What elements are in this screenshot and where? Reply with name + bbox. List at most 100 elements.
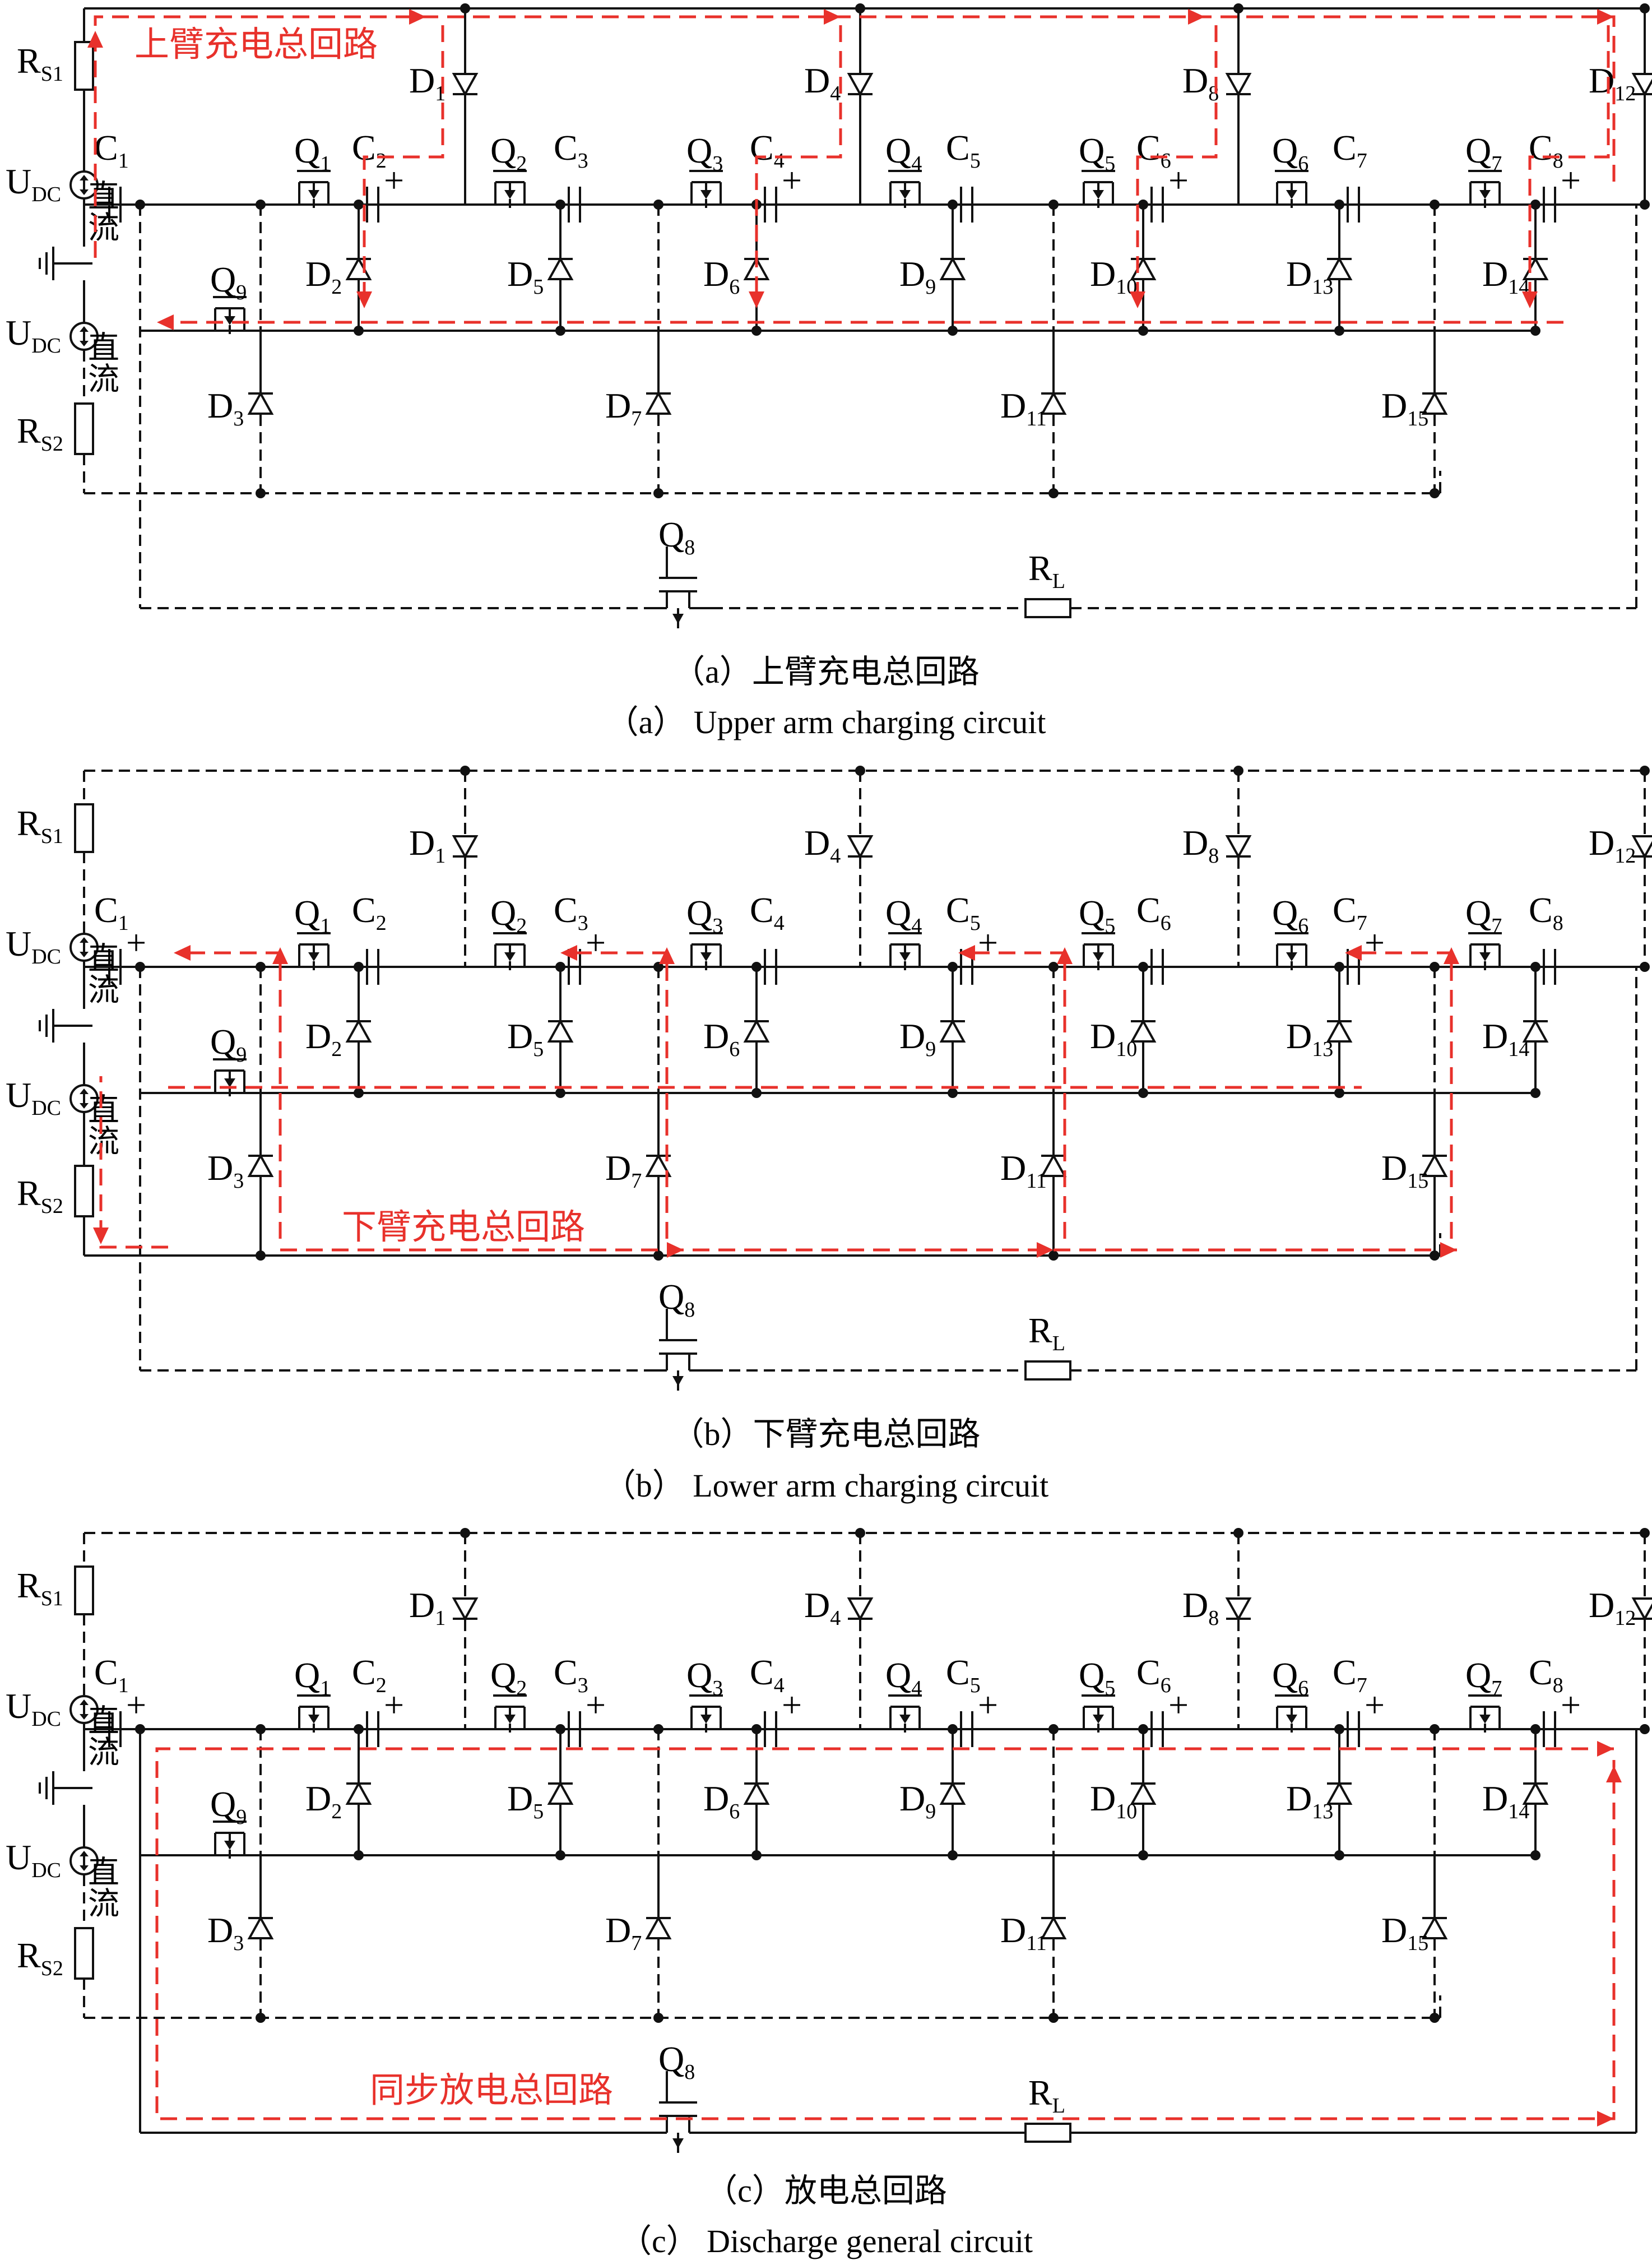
label-main: D bbox=[305, 1778, 331, 1818]
junction-dot bbox=[555, 962, 565, 972]
label-main: D bbox=[899, 1778, 925, 1818]
junction-dot bbox=[855, 3, 865, 13]
red-arrow bbox=[824, 9, 841, 25]
label-main: D bbox=[1000, 1148, 1026, 1188]
label-subscript: 15 bbox=[1407, 407, 1428, 430]
rs2-resistor bbox=[74, 1927, 94, 1980]
label-rl: RL bbox=[1028, 2073, 1065, 2118]
label-d9: D9 bbox=[899, 1778, 936, 1823]
switch-q4 bbox=[899, 1715, 911, 1724]
label-subscript: 3 bbox=[578, 911, 588, 935]
label-c8: C8 bbox=[1529, 1652, 1563, 1697]
diode-d9 bbox=[939, 1018, 966, 1043]
diode-d1 bbox=[452, 835, 479, 859]
label-subscript: 6 bbox=[1161, 911, 1171, 935]
label-subscript: 5 bbox=[970, 149, 981, 173]
label-c7: C7 bbox=[1333, 890, 1367, 935]
label-udc-bottom: UDC bbox=[6, 1837, 61, 1882]
label-main: D bbox=[207, 1910, 233, 1950]
label-rs1: RS1 bbox=[17, 1565, 63, 1610]
label-subscript: 2 bbox=[516, 152, 527, 175]
source-label-bottom: 直流 bbox=[83, 1855, 119, 1918]
label-main: R bbox=[1028, 1310, 1052, 1350]
label-main: Q bbox=[1272, 1655, 1298, 1695]
switch-q5 bbox=[1093, 1715, 1104, 1724]
label-main: C bbox=[750, 1652, 774, 1692]
label-c5: C5 bbox=[946, 890, 981, 935]
label-main: Q bbox=[294, 893, 320, 933]
label-main: D bbox=[703, 1016, 729, 1056]
label-main: D bbox=[507, 1778, 533, 1818]
label-subscript: 1 bbox=[320, 1676, 331, 1700]
label-subscript: 3 bbox=[712, 914, 723, 938]
label-udc-top: UDC bbox=[6, 1686, 61, 1731]
arrow-head bbox=[80, 175, 89, 180]
label-main: R bbox=[17, 41, 41, 81]
label-d5: D5 bbox=[507, 1016, 544, 1061]
label-subscript: 2 bbox=[516, 914, 527, 938]
switch-q6 bbox=[1286, 952, 1297, 961]
red-arrow bbox=[1606, 1766, 1622, 1782]
label-q4: Q4 bbox=[885, 893, 922, 938]
diode-d13 bbox=[1326, 256, 1353, 280]
label-main: Q bbox=[490, 893, 516, 933]
label-main: C bbox=[946, 1652, 970, 1692]
switch-q6 bbox=[1286, 1715, 1297, 1724]
label-subscript: 2 bbox=[331, 1800, 342, 1823]
discharge-path bbox=[155, 1747, 1616, 2120]
label-main: Q bbox=[1465, 1655, 1491, 1695]
label-main: Q bbox=[1465, 131, 1491, 170]
switch-q5 bbox=[1093, 190, 1104, 199]
red-arrow bbox=[1444, 947, 1459, 964]
diode-d5 bbox=[547, 1018, 574, 1043]
label-d14: D14 bbox=[1482, 1778, 1529, 1823]
label-subscript: 13 bbox=[1312, 1037, 1333, 1061]
arrow-head bbox=[80, 341, 89, 346]
junction-dot bbox=[1640, 962, 1650, 972]
label-subscript: 5 bbox=[970, 911, 981, 935]
junction-dot bbox=[751, 962, 762, 972]
label-subscript: 12 bbox=[1614, 844, 1636, 868]
label-main: C bbox=[1136, 1652, 1161, 1692]
label-q1: Q1 bbox=[294, 1655, 331, 1700]
label-d13: D13 bbox=[1286, 1778, 1333, 1823]
plus-sign: + bbox=[1561, 160, 1581, 200]
label-subscript: 12 bbox=[1614, 1606, 1636, 1630]
label-main: R bbox=[1028, 548, 1052, 588]
label-d13: D13 bbox=[1286, 254, 1333, 299]
label-d12: D12 bbox=[1589, 61, 1636, 105]
label-subscript: 4 bbox=[774, 911, 785, 935]
red-arrow bbox=[560, 945, 577, 961]
diode-d13 bbox=[1326, 1018, 1353, 1043]
label-q2: Q2 bbox=[490, 893, 527, 938]
junction-dot bbox=[653, 1250, 663, 1261]
charge-branch bbox=[964, 951, 1066, 1239]
diode-d3 bbox=[247, 391, 274, 415]
junction-dot bbox=[354, 962, 364, 972]
label-main: D bbox=[1090, 1016, 1116, 1056]
label-main: C bbox=[1333, 1652, 1357, 1692]
label-main: C bbox=[94, 1652, 118, 1692]
junction-dot bbox=[256, 2013, 266, 2023]
plus-sign: + bbox=[1365, 923, 1385, 962]
label-subscript: 1 bbox=[435, 1606, 446, 1630]
label-q3: Q3 bbox=[686, 1655, 723, 1700]
label-subscript: 3 bbox=[233, 1169, 244, 1193]
junction-dot bbox=[1530, 962, 1540, 972]
label-main: C bbox=[554, 890, 578, 930]
label-subscript: 7 bbox=[631, 1169, 642, 1193]
label-main: C bbox=[352, 1652, 376, 1692]
label-main: D bbox=[1589, 61, 1614, 100]
junction-dot bbox=[751, 1724, 762, 1734]
label-d15: D15 bbox=[1381, 386, 1428, 430]
label-d15: D15 bbox=[1381, 1148, 1428, 1193]
label-d8: D8 bbox=[1182, 1585, 1219, 1630]
plus-sign: + bbox=[126, 1685, 146, 1725]
label-c8: C8 bbox=[1529, 890, 1563, 935]
label-main: Q bbox=[1272, 131, 1298, 170]
junction-dot bbox=[135, 1724, 145, 1734]
diode-d15 bbox=[1421, 1153, 1448, 1177]
